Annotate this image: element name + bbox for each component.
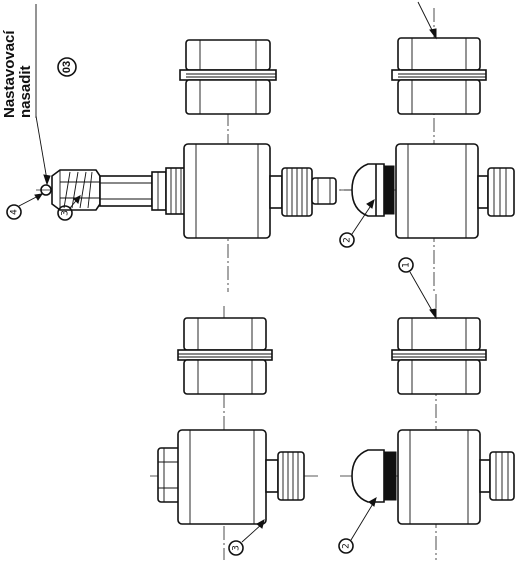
assembly-top-right <box>340 1 516 292</box>
eyelet <box>40 184 52 196</box>
end-connector <box>157 447 181 503</box>
shaft <box>99 175 153 207</box>
callout-3-top: 3 <box>57 195 81 221</box>
nut-top-right <box>391 37 487 115</box>
callout-3-bottom: 3 <box>228 518 265 556</box>
dome-cap-bottom <box>351 449 385 503</box>
callout-2-top: 2 <box>339 198 375 248</box>
assembly-bottom-right <box>340 294 516 560</box>
nut-top-left <box>179 39 277 115</box>
main-body <box>183 143 271 239</box>
note-leader <box>35 115 48 181</box>
svg-text:3: 3 <box>61 210 71 216</box>
note-line-2: nasadit <box>17 65 34 118</box>
dome-cap <box>351 163 385 217</box>
adjusting-head <box>51 169 101 211</box>
svg-text:1: 1 <box>402 262 412 268</box>
svg-text:3: 3 <box>232 545 242 551</box>
callout-4-top: 4 <box>6 193 44 220</box>
note-line-1: Nastavovací <box>1 30 18 118</box>
badge-03: 03 <box>57 57 77 77</box>
nut-bottom-right <box>391 317 487 395</box>
nut-bottom-left <box>177 317 273 395</box>
instruction-note: Nastavovací nasadit <box>1 30 34 118</box>
badge-03-label: 03 <box>61 61 73 73</box>
callout-1-bottom: 1 <box>398 257 437 320</box>
main-body-bottom-left <box>177 429 267 525</box>
note-leader-arrow <box>43 174 51 186</box>
callout-2-bottom: 2 <box>338 496 377 554</box>
svg-text:4: 4 <box>10 209 20 215</box>
assembly-bottom-left <box>150 306 318 560</box>
svg-text:2: 2 <box>343 237 353 243</box>
assembly-top-left <box>36 39 352 292</box>
svg-text:2: 2 <box>342 543 352 549</box>
